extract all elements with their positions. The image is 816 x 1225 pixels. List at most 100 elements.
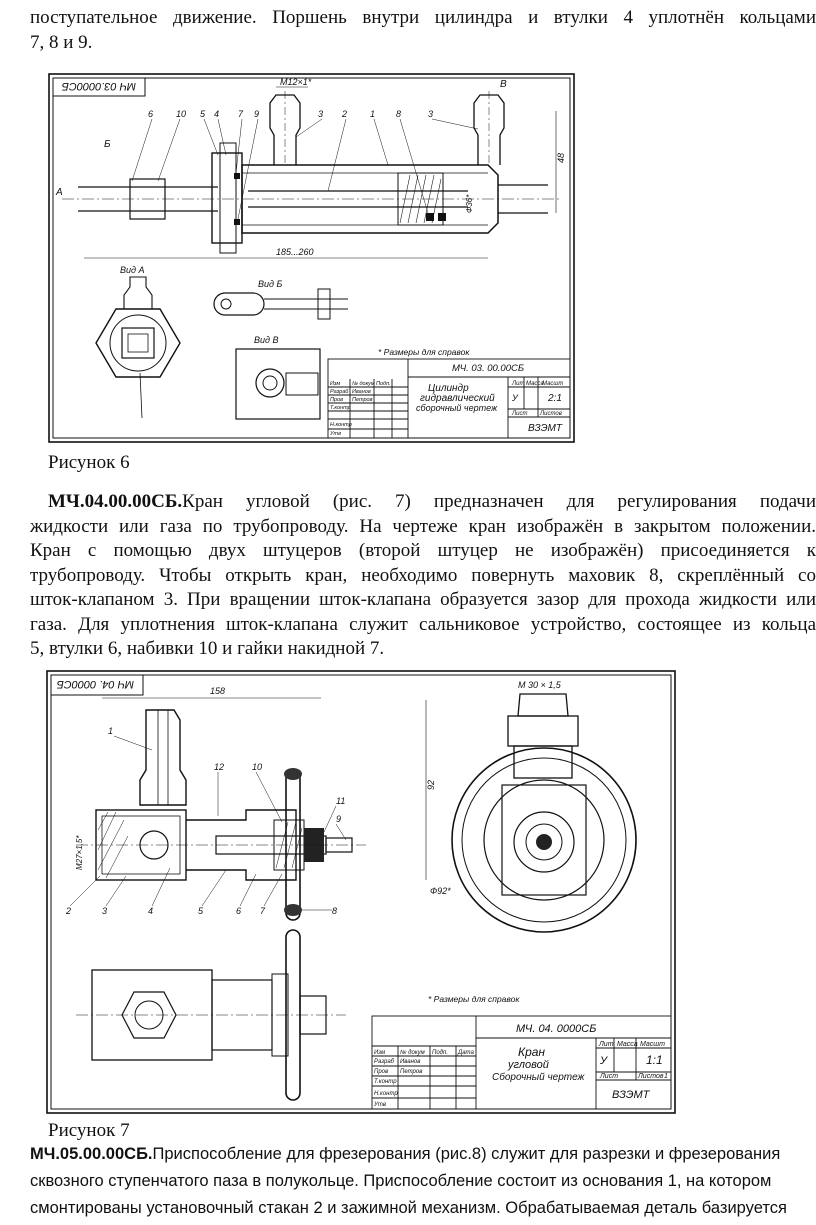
fig7-razrab: Разраб [374, 1059, 395, 1065]
fig7-ndokum: № докум [400, 1049, 425, 1056]
fig6-callout-2: 2 [341, 109, 347, 119]
fig7-title-code: МЧ. 04. 0000СБ [516, 1023, 596, 1035]
fig7-stamp-code: МЧ 04. 0000СБ [57, 678, 134, 690]
fig7-tkontr: Т.контр [374, 1079, 397, 1085]
fig6-dim-d36: Ф36* [465, 194, 474, 213]
fig6-callout-7: 7 [238, 109, 244, 119]
fig7-masht-h: Масшт [640, 1041, 665, 1048]
fig6-tkontr: Т.контр [330, 405, 351, 411]
fig7-callout-2: 2 [65, 906, 71, 916]
fig7-callout-9: 9 [336, 814, 341, 824]
fig7-callout-3: 3 [102, 906, 107, 916]
fig7-thread-m30: М 30 × 1,5 [518, 680, 562, 690]
fig6-thread-dim: М12×1* [280, 77, 312, 87]
fig7-dim-d92: Ф92* [430, 886, 451, 896]
para7-line-2: жидкости или газа по трубопроводу. На че… [30, 515, 816, 537]
fig7-dim-158: 158 [210, 686, 225, 696]
fig6-org: ВЗЭМТ [528, 423, 563, 434]
fig6-label-a: А [55, 187, 63, 198]
fig6-ndokum: № докум [352, 381, 375, 387]
fig7-listov-val: 1 [664, 1073, 668, 1080]
fig7-callout-1: 1 [108, 726, 113, 736]
fig7-org: ВЗЭМТ [612, 1089, 651, 1101]
fig6-list-h: Лист [511, 411, 527, 417]
fig6-izm: Изм [330, 381, 340, 387]
para7-line-1: МЧ.04.00.00СБ.Кран угловой (рис. 7) пред… [48, 490, 816, 515]
intro-line-1: поступательное движение. Поршень внутри … [30, 7, 816, 28]
fig6-ivanov: Иванов [352, 389, 371, 395]
fig6-label-v: В [500, 79, 507, 90]
figure-7-drawing: МЧ 04. 0000СБ 158 М27×1,5* 1 12 10 11 9 … [46, 670, 676, 1114]
fig6-callout-10: 10 [176, 109, 186, 119]
fig6-dim-48: 48 [556, 153, 566, 163]
fig6-title-name-3: сборочный чертеж [416, 403, 498, 413]
fig7-ivanov: Иванов [400, 1059, 420, 1065]
para7-line-6: газа. Для уплотнения шток-клапана служит… [30, 613, 816, 635]
para8-line-2: сквозного ступенчатого паза в полукольце… [30, 1172, 772, 1190]
fig6-podp: Подп. [376, 381, 391, 387]
fig7-lit-h: Лит [598, 1041, 614, 1048]
fig6-callout-3a: 3 [318, 109, 323, 119]
fig6-view-a-label: Вид А [120, 265, 145, 275]
fig6-callout-4: 4 [214, 109, 219, 119]
hydraulic-cylinder-drawing: МЧ 03.0000СБ М12×1* 185...260 48 Ф36* А … [48, 73, 575, 443]
fig7-dim-92: 92 [426, 780, 436, 790]
fig7-title-name-2: угловой [507, 1059, 549, 1071]
fig7-massa-h: Масса [617, 1041, 638, 1048]
fig7-title-name-3: Сборочный чертеж [492, 1071, 586, 1083]
fig6-title-name-2: гидравлический [420, 393, 495, 404]
fig7-callout-8: 8 [332, 906, 337, 916]
para7-line-1-text: Кран угловой (рис. 7) предназначен для р… [182, 491, 816, 512]
fig6-prov: Пров [330, 397, 343, 403]
para7-code: МЧ.04.00.00СБ. [48, 491, 183, 512]
fig7-callout-7: 7 [260, 906, 266, 916]
figure-6-drawing: МЧ 03.0000СБ М12×1* 185...260 48 Ф36* А … [48, 73, 575, 443]
fig7-callout-11: 11 [336, 796, 345, 806]
para7-line-4: трубопроводу. Чтобы открыть кран, необхо… [30, 564, 816, 586]
angle-valve-drawing: МЧ 04. 0000СБ 158 М27×1,5* 1 12 10 11 9 … [46, 670, 676, 1114]
fig6-title-name-1: Цилиндр [428, 383, 469, 394]
fig6-view-v-label: Вид В [254, 335, 279, 345]
fig7-podp: Подп. [432, 1050, 448, 1056]
para8-code: МЧ.05.00.00СБ. [30, 1145, 153, 1163]
fig6-stamp-code: МЧ 03.0000СБ [62, 80, 136, 92]
fig6-length-dim: 185...260 [276, 247, 314, 257]
fig6-lit: У [511, 393, 519, 403]
fig7-callout-4: 4 [148, 906, 153, 916]
fig7-data: Дата [457, 1050, 474, 1056]
fig6-razrab: Разраб [330, 389, 349, 395]
fig6-callout-3b: 3 [428, 109, 433, 119]
fig7-callout-12: 12 [214, 762, 224, 772]
fig7-izm: Изм [374, 1050, 385, 1056]
fig7-callout-6: 6 [236, 906, 241, 916]
fig7-utv: Утв [373, 1102, 386, 1108]
fig6-petrov: Петров [352, 397, 373, 403]
para8-line-1: МЧ.05.00.00СБ.Приспособление для фрезеро… [30, 1141, 816, 1168]
fig6-masht-h: Масшт [542, 381, 563, 387]
para7-line-3: Кран с помощью двух штуцеров (второй шту… [30, 540, 816, 561]
fig6-listov-h: Листов [539, 411, 562, 417]
fig6-callout-8: 8 [396, 109, 401, 119]
fig7-nkontr: Н.контр [374, 1091, 398, 1097]
para8-line-3: смонтированы установочный стакан 2 и заж… [30, 1199, 787, 1217]
fig7-callout-10: 10 [252, 762, 262, 772]
fig6-title-code: МЧ. 03. 00.00СБ [452, 363, 524, 374]
figure-7-caption: Рисунок 7 [48, 1120, 130, 1141]
fig7-note: * Размеры для справок [428, 994, 520, 1004]
fig6-note: * Размеры для справок [378, 347, 470, 357]
para8-line-1-text: Приспособление для фрезерования (рис.8) … [152, 1145, 781, 1163]
fig6-massa-h: Масса [526, 381, 544, 387]
fig6-callout-6: 6 [148, 109, 153, 119]
fig7-listov-h: Листов [637, 1073, 664, 1080]
fig7-thread-m27: М27×1,5* [75, 835, 84, 870]
intro-line-2: 7, 8 и 9. [30, 32, 93, 53]
fig7-list-h: Лист [599, 1073, 618, 1080]
fig7-scale: 1:1 [646, 1053, 663, 1067]
fig6-callout-5: 5 [200, 109, 206, 119]
para7-line-7: 5, втулки 6, набивки 10 и гайки накидной… [30, 638, 385, 659]
fig7-prov: Пров [374, 1069, 388, 1075]
figure-6-caption: Рисунок 6 [48, 452, 130, 473]
fig6-callout-1: 1 [370, 109, 375, 119]
fig6-scale: 2:1 [547, 393, 562, 404]
fig7-petrov: Петров [400, 1069, 422, 1075]
